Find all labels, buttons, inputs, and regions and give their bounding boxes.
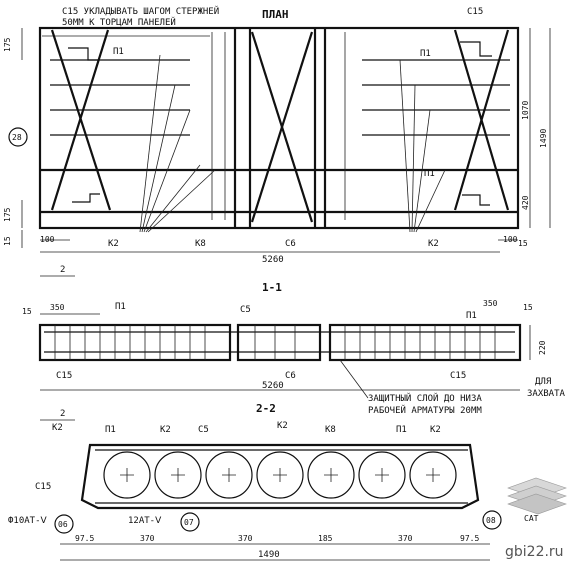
section-2-label-c5: С5	[198, 425, 209, 435]
section-1-title: 1-1	[262, 281, 282, 294]
plan-dim-1070: 1070	[521, 101, 530, 120]
plan-outline	[38, 26, 520, 230]
section-2-outline	[80, 443, 480, 510]
section-2-label-p1-right: П1	[396, 425, 407, 435]
section-1-note-side1: ДЛЯ	[535, 377, 551, 387]
section-2-dim-97-5-left: 97.5	[75, 534, 94, 543]
plan-dim-175-bottom: 175	[3, 207, 12, 222]
plan-label-k8: К8	[195, 239, 206, 249]
section-1-label-c15-right: С15	[450, 371, 466, 381]
section-2-title: 2-2	[256, 402, 276, 415]
section-1-label-c6: С6	[285, 371, 296, 381]
section-2-label-k2: К2	[160, 425, 171, 435]
section-1-label-p1-right: П1	[466, 311, 477, 321]
plan-note-line2: 50ММ К ТОРЦАМ ПАНЕЛЕЙ	[62, 16, 176, 28]
plan-dim-5260: 5260	[262, 255, 284, 265]
section-1-label-c5: С5	[240, 305, 251, 315]
section-2-label-k2-left: К2	[52, 423, 63, 433]
hollow-cores	[103, 451, 457, 499]
plan-dim-100-right: 100	[503, 235, 518, 244]
section-2-label-k2-right: К2	[430, 425, 441, 435]
section-2-dim-1490: 1490	[258, 550, 280, 560]
plan-dim-175-top: 175	[3, 37, 12, 52]
section-2-dim-370-a: 370	[140, 534, 155, 543]
plan-dim-15-left: 15	[3, 236, 12, 246]
section-2-mid-note: 12АТ-Ⅴ	[128, 516, 162, 526]
plan-title: ПЛАН	[262, 8, 289, 21]
section-2-dim-370-c: 370	[398, 534, 413, 543]
section-1-label-c15-left: С15	[56, 371, 72, 381]
plan-left-mesh	[42, 29, 226, 233]
section-2-2: 2 2-2 К2 П1 К2 С5 К2 К8 П1 К2 С15 Ф10АТ-…	[8, 402, 502, 561]
plan-dim-420: 420	[521, 195, 530, 210]
plan-note-line1: С15 УКЛАДЫВАТЬ ШАГОМ СТЕРЖНЕЙ	[62, 5, 219, 17]
plan-view: С15 УКЛАДЫВАТЬ ШАГОМ СТЕРЖНЕЙ 50ММ К ТОР…	[3, 5, 551, 265]
plan-label-p1-right-lower: П1	[424, 169, 435, 179]
watermark-badge: САТ	[524, 514, 539, 523]
section-1-dim-15-right: 15	[523, 303, 533, 312]
section-2-callout-07: 07	[184, 518, 194, 527]
section-2-callout-08: 08	[486, 516, 496, 525]
watermark-site: gbi22.ru	[505, 544, 564, 560]
section-2-left-note: Ф10АТ-Ⅴ	[8, 516, 48, 526]
section-2-label-k2-mid: К2	[277, 421, 288, 431]
section-2-cut-mark: 2	[60, 409, 65, 419]
section-1-dim-220: 220	[538, 340, 547, 355]
plan-middle-bay	[233, 28, 327, 228]
section-2-dim-97-5-right: 97.5	[460, 534, 479, 543]
plan-right-mesh	[344, 29, 510, 233]
plan-callout-28: 28	[12, 133, 22, 142]
section-1-note-line2: РАБОЧЕЙ АРМАТУРЫ 20ММ	[368, 404, 482, 416]
section-1-label-p1-left: П1	[115, 302, 126, 312]
section-2-label-p1-left: П1	[105, 425, 116, 435]
section-1-note-line1: ЗАЩИТНЫЙ СЛОЙ ДО НИЗА	[368, 392, 482, 404]
section-1-1: 2 1-1 П1 С5 С15 С6 С15 П1 350 350 15 15 …	[22, 265, 566, 416]
plan-label-k2-right: К2	[428, 239, 439, 249]
section-1-beam-middle	[236, 323, 322, 362]
section-1-dim-5260: 5260	[262, 381, 284, 391]
plan-label-c6: С6	[285, 239, 296, 249]
section-2-dim-370-b: 370	[238, 534, 253, 543]
plan-dim-100-left: 100	[40, 235, 55, 244]
section-2-dim-185: 185	[318, 534, 333, 543]
section-1-dim-350-left: 350	[50, 303, 65, 312]
plan-dim-15-right: 15	[518, 239, 528, 248]
plan-label-c15: С15	[467, 7, 483, 17]
callout-circle	[8, 127, 28, 147]
section-1-beam-right	[328, 323, 522, 362]
plan-label-k2-left: К2	[108, 239, 119, 249]
section-2-callout-06: 06	[58, 520, 68, 529]
plan-label-p1-left: П1	[113, 47, 124, 57]
plan-label-p1-right: П1	[420, 49, 431, 59]
section-2-label-c15: С15	[35, 482, 51, 492]
section-1-dim-350-right: 350	[483, 299, 498, 308]
plan-dim-1490: 1490	[539, 129, 548, 148]
section-1-beam-left	[38, 323, 232, 362]
watermark: САТ gbi22.ru	[505, 477, 567, 560]
section-1-dim-15-left: 15	[22, 307, 32, 316]
section-1-cut-mark: 2	[60, 265, 65, 275]
section-2-label-k8: К8	[325, 425, 336, 435]
section-1-note-side2: ЗАХВАТА	[527, 389, 566, 399]
